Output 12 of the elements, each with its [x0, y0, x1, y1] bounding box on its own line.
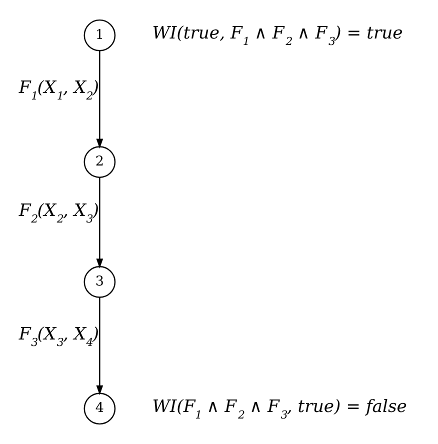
edge-label: F$_{1}$(X$_{1}$, X$_{2}$)	[18, 78, 100, 103]
arrow	[96, 178, 104, 268]
node-circle: 1	[84, 19, 116, 52]
arrow	[96, 50, 104, 149]
node-circle: 3	[84, 266, 116, 298]
node-label: WI(F$_{1}$ ∧ F$_{2}$ ∧ F$_{3}$, true) = false	[152, 396, 407, 422]
node-label: WI(true, F$_{1}$ ∧ F$_{2}$ ∧ F$_{3}$) = true	[152, 24, 403, 48]
edge-label: F$_{3}$(X$_{3}$, X$_{4}$)	[18, 324, 100, 350]
arrow	[96, 297, 104, 396]
node-circle: 4	[84, 392, 116, 425]
node-circle: 2	[84, 146, 116, 178]
edge-label: F$_{2}$(X$_{2}$, X$_{3}$)	[18, 201, 100, 226]
